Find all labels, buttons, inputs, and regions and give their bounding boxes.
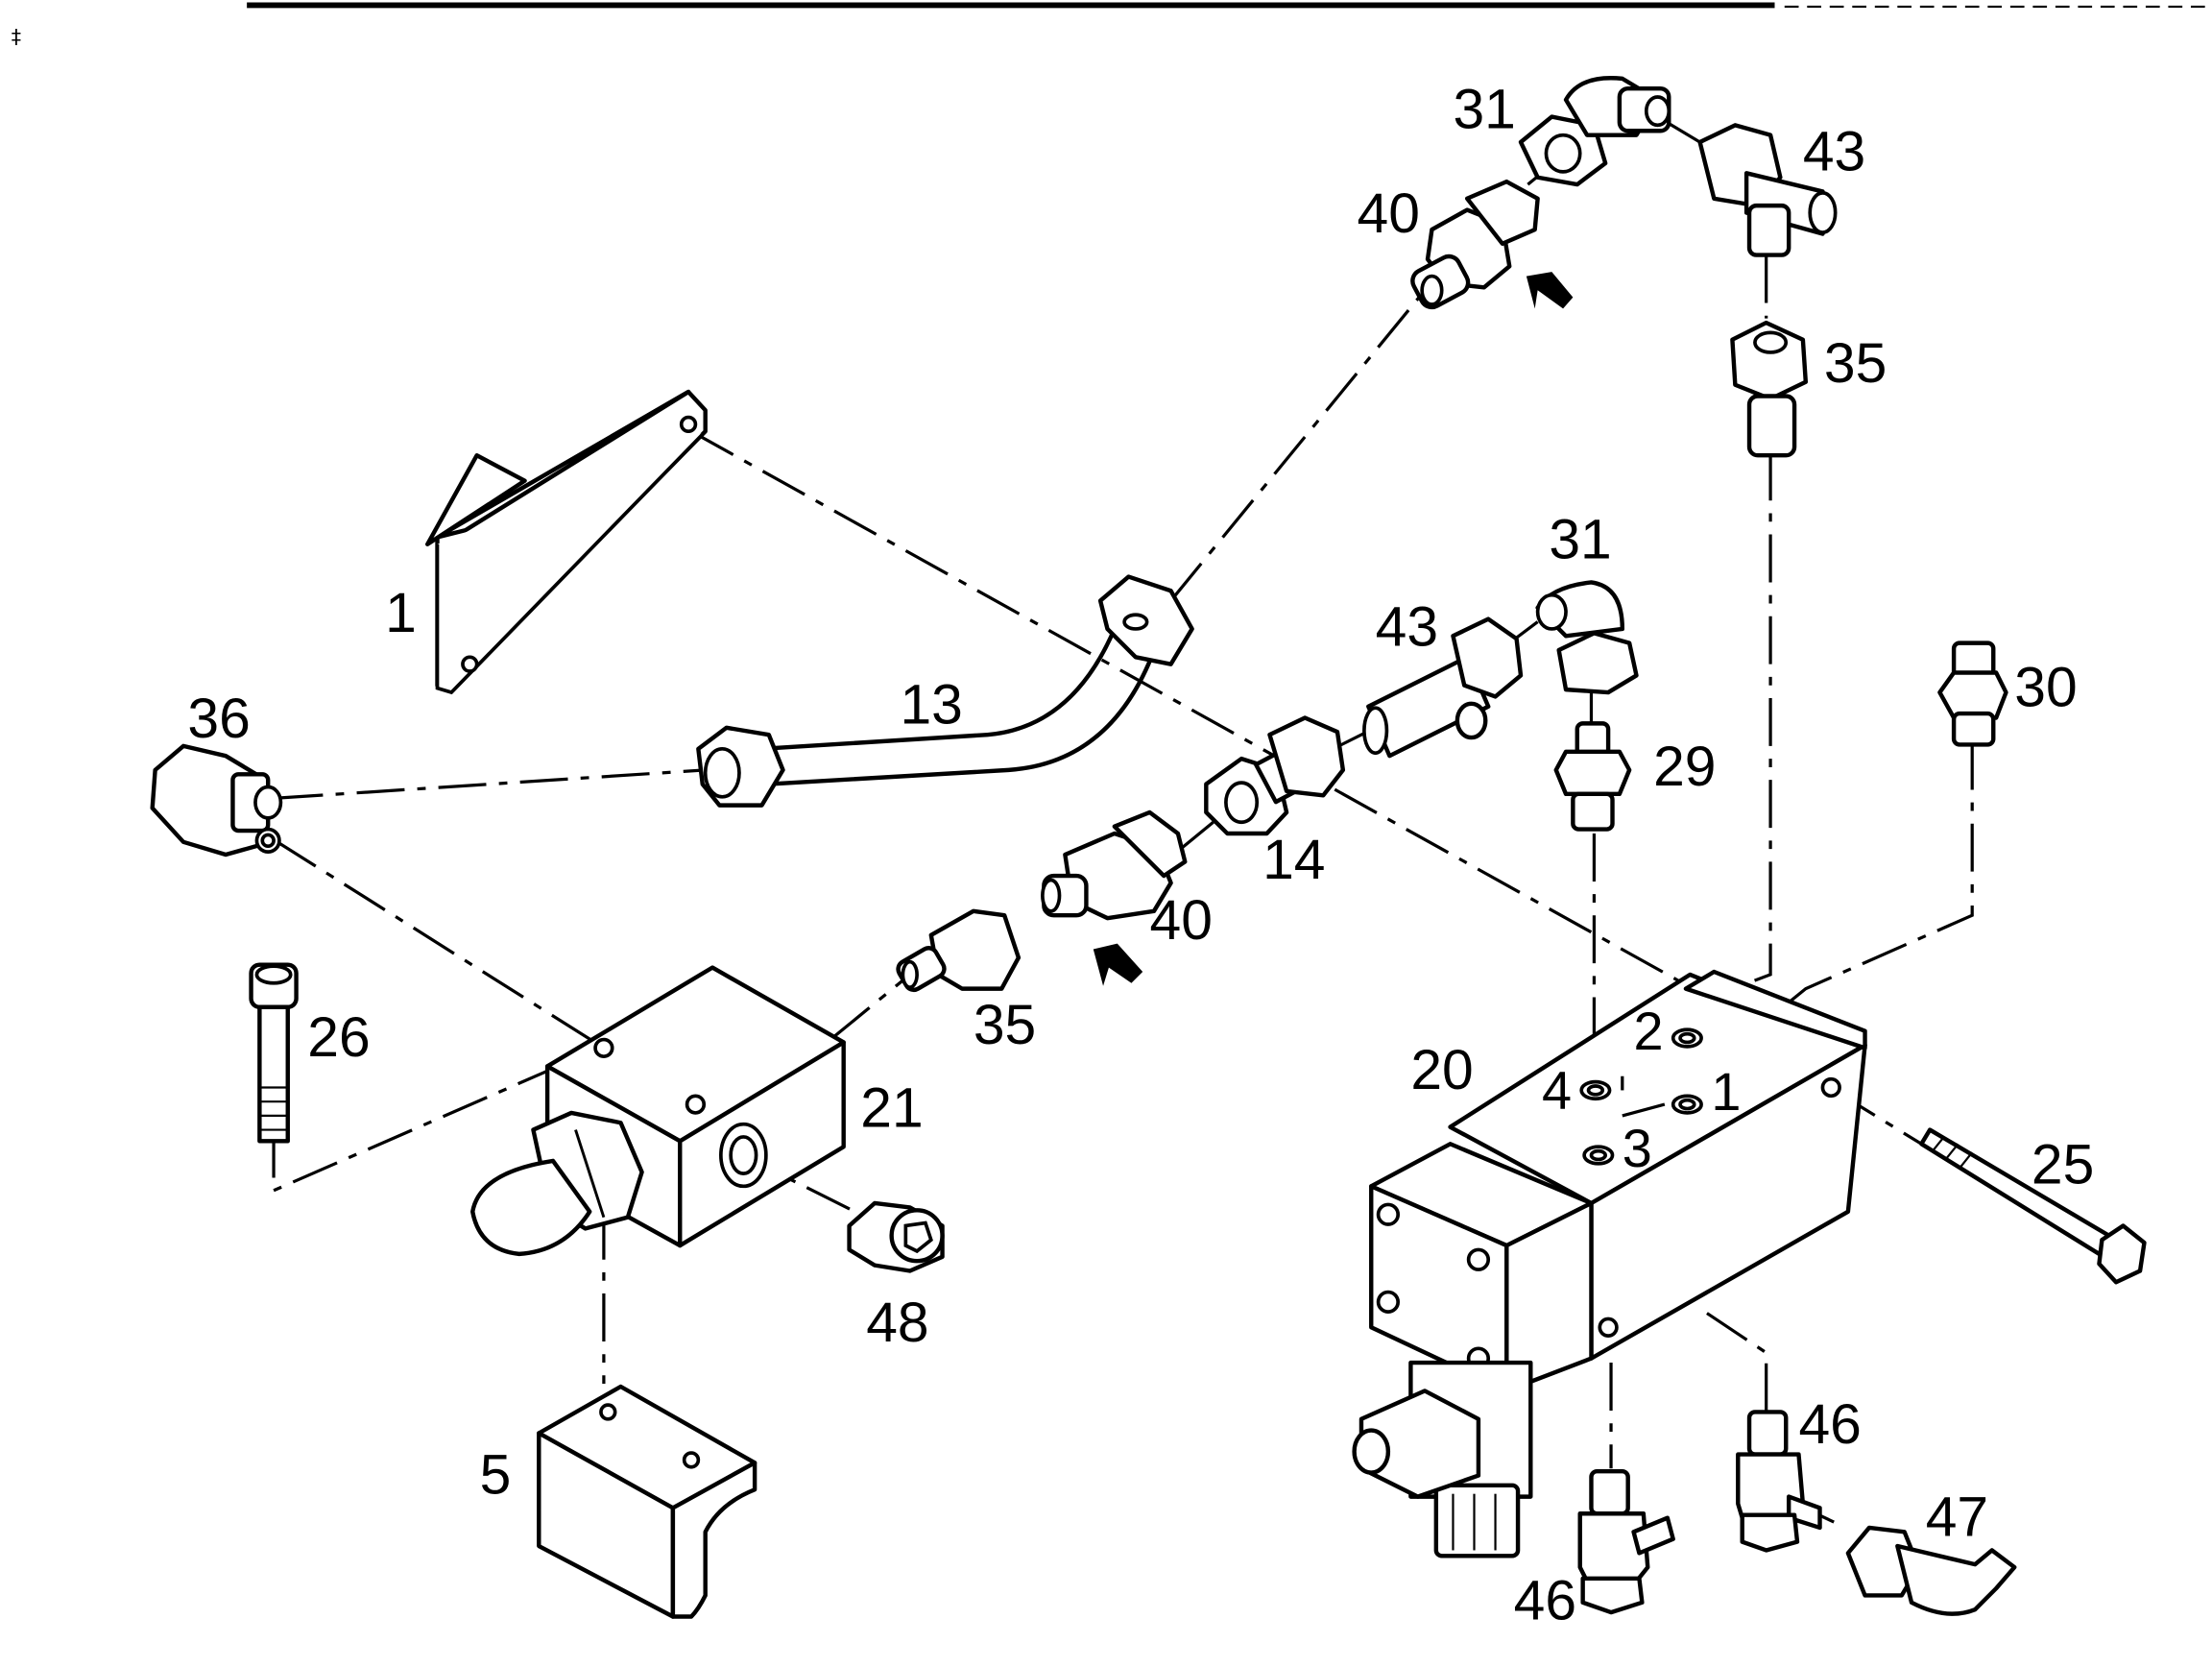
port-label-1: 1 <box>1711 1061 1741 1122</box>
callout-14: 14 <box>1262 829 1325 891</box>
part-30-adapter <box>1937 640 2008 747</box>
port-label-3: 3 <box>1623 1118 1652 1178</box>
part-43-mid-tee <box>1362 616 1524 759</box>
part-35-top-fitting <box>1730 320 1809 458</box>
callout-40-top: 40 <box>1358 182 1420 245</box>
part-29-adapter <box>1553 721 1632 832</box>
callout-21: 21 <box>860 1077 923 1140</box>
port-label-4: 4 <box>1542 1060 1572 1121</box>
part-31-mid-elbow <box>1535 580 1639 695</box>
port-labels: 2 4 1 3 <box>1542 1001 1741 1178</box>
flow-arrow-top <box>1526 272 1574 309</box>
part-48-hex-plug <box>847 1200 945 1273</box>
part-40-mid-bulkhead <box>1041 809 1188 921</box>
callout-35-mid: 35 <box>974 994 1036 1056</box>
callout-43-mid: 43 <box>1376 596 1438 659</box>
part-47-elbow <box>1845 1525 2017 1616</box>
callout-46-right: 46 <box>1798 1393 1861 1456</box>
callout-20: 20 <box>1410 1039 1473 1101</box>
callout-43-top: 43 <box>1803 120 1865 182</box>
part-40-top-bulkhead <box>1410 179 1540 310</box>
part-25-bolt <box>1919 1127 2147 1285</box>
callout-leaders <box>1621 1075 1666 1118</box>
callout-36: 36 <box>187 688 250 750</box>
part-14-union <box>1204 715 1346 836</box>
part-43-top-tee <box>1697 123 1838 257</box>
callout-46-left: 46 <box>1514 1569 1576 1631</box>
callout-labels: 1 13 36 26 21 48 5 35 40 14 43 31 29 30 … <box>187 78 2094 1631</box>
callout-13: 13 <box>900 673 962 736</box>
valve-ports <box>1579 1027 1703 1166</box>
callout-40-mid: 40 <box>1150 889 1213 952</box>
callout-5: 5 <box>480 1444 512 1507</box>
callout-29: 29 <box>1653 736 1716 798</box>
part-20-directional-valve <box>1352 969 1867 1558</box>
port-label-2: 2 <box>1634 1001 1664 1061</box>
callout-31-top: 31 <box>1453 78 1515 140</box>
part-31-top-elbow <box>1518 76 1671 187</box>
callout-1: 1 <box>385 582 417 644</box>
part-46-left-fitting <box>1577 1468 1675 1615</box>
part-1-mounting-plate <box>425 389 708 695</box>
callout-35-top: 35 <box>1824 332 1887 395</box>
part-13-bent-tube <box>696 574 1194 808</box>
callout-47: 47 <box>1926 1486 1988 1549</box>
callout-26: 26 <box>307 1006 370 1069</box>
callout-25: 25 <box>2032 1133 2094 1196</box>
part-36-push-fitting <box>150 743 283 858</box>
flow-arrow-mid <box>1093 943 1143 986</box>
callout-48: 48 <box>866 1292 928 1354</box>
callout-30: 30 <box>2014 657 2077 719</box>
part-46-right-fitting <box>1736 1410 1822 1553</box>
part-26-cap-screw <box>249 962 299 1144</box>
callout-31-mid: 31 <box>1549 508 1611 570</box>
part-5-angle-bracket <box>537 1384 757 1619</box>
scan-mark: ‡ <box>12 25 21 48</box>
part-21-valve-block <box>470 965 846 1257</box>
part-35-mid-fitting <box>896 908 1022 993</box>
